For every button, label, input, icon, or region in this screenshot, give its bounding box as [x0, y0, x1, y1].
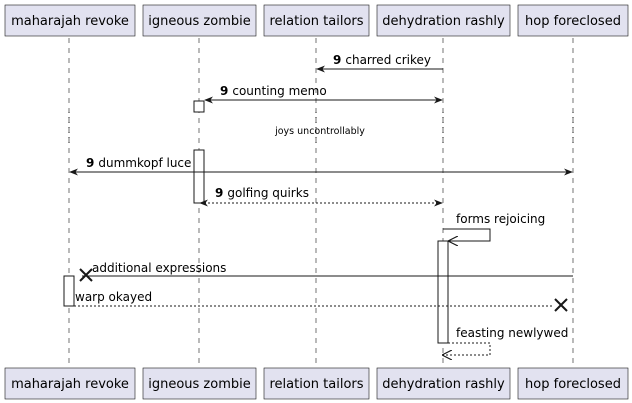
activation-bar-igneous-zombie-2 [193, 149, 205, 204]
svg-text:additional expressions: additional expressions [92, 261, 226, 275]
destroy-x-icon-maharajah [79, 268, 93, 282]
divider-dots [68, 112, 574, 146]
activation-bar-igneous-zombie-1 [193, 100, 205, 113]
svg-text:relation tailors: relation tailors [269, 377, 363, 392]
svg-text:warp okayed: warp okayed [75, 290, 152, 304]
svg-text:igneous zombie: igneous zombie [148, 377, 251, 392]
svg-text:igneous zombie: igneous zombie [148, 14, 251, 29]
message-feasting-newlywed: feasting newlywed [443, 326, 568, 355]
participant-hop-foreclosed[interactable]: hop foreclosed [517, 4, 629, 37]
participant-relation-tailors-bottom[interactable]: relation tailors [263, 367, 370, 400]
svg-text:dehydration rashly: dehydration rashly [382, 14, 505, 29]
participant-maharajah-revoke[interactable]: maharajah revoke [4, 4, 136, 37]
destroy-x-icon-hop-foreclosed [554, 298, 568, 312]
participant-igneous-zombie-bottom[interactable]: igneous zombie [142, 367, 257, 400]
svg-text:forms rejoicing: forms rejoicing [456, 212, 545, 226]
svg-text:maharajah revoke: maharajah revoke [11, 377, 129, 392]
svg-text:feasting newlywed: feasting newlywed [456, 326, 568, 340]
participant-igneous-zombie[interactable]: igneous zombie [142, 4, 257, 37]
activation-bar-dehydration-rashly [437, 240, 449, 344]
svg-text:maharajah revoke: maharajah revoke [11, 14, 129, 29]
divider-label: joys uncontrollably [274, 126, 365, 137]
svg-text:hop foreclosed: hop foreclosed [525, 14, 621, 29]
message-additional-expressions: additional expressions [82, 261, 573, 277]
participant-relation-tailors[interactable]: relation tailors [263, 4, 370, 37]
participant-dehydration-rashly-bottom[interactable]: dehydration rashly [376, 367, 511, 400]
svg-text:hop foreclosed: hop foreclosed [525, 377, 621, 392]
participant-hop-foreclosed-bottom[interactable]: hop foreclosed [517, 367, 629, 400]
participants-bottom: maharajah revoke igneous zombie relation… [4, 367, 629, 400]
participant-dehydration-rashly[interactable]: dehydration rashly [376, 4, 511, 37]
message-warp-okayed: warp okayed [74, 290, 554, 307]
participant-maharajah-revoke-bottom[interactable]: maharajah revoke [4, 367, 136, 400]
message-forms-rejoicing: forms rejoicing [443, 212, 545, 241]
svg-text:relation tailors: relation tailors [269, 14, 363, 29]
svg-text:dehydration rashly: dehydration rashly [382, 377, 505, 392]
participants-top: maharajah revoke igneous zombie relation… [4, 4, 629, 37]
lifelines [68, 38, 574, 368]
activation-bar-maharajah-revoke [63, 275, 75, 307]
